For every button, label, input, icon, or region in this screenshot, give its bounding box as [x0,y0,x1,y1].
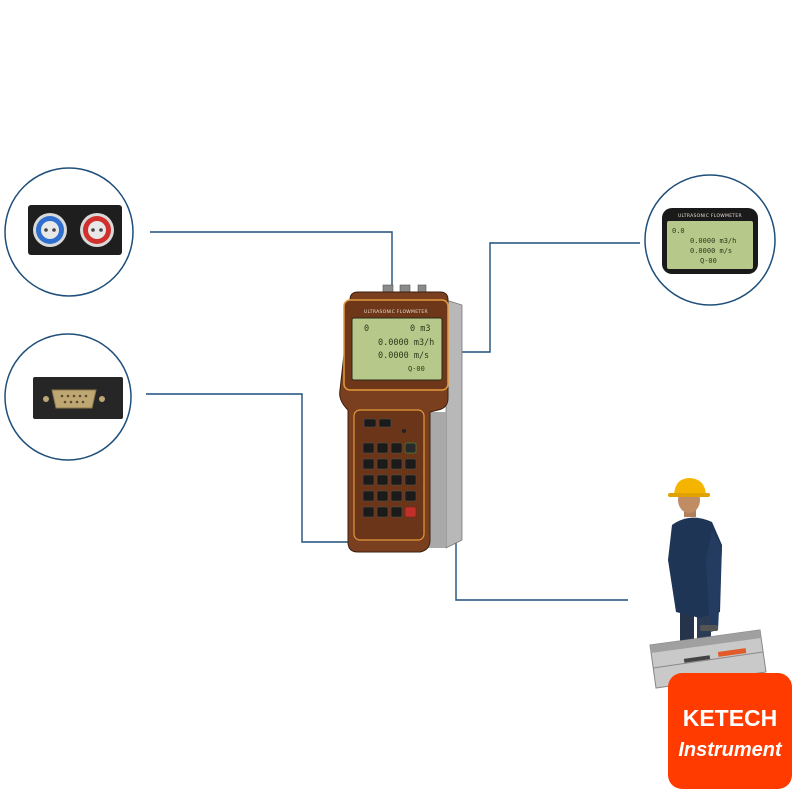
zoom-device-name: ULTRASONIC FLOWMETER [678,213,742,219]
serial-port-callout [4,333,132,461]
callout-line-case [438,437,628,601]
logo-line1: KETECH [683,705,778,731]
lcd-screen [351,317,443,381]
zoom-lcd-line-3: Q-00 [700,257,717,265]
zoom-lcd-line-1: 0.0000 m3/h [690,237,736,245]
keypad [362,418,417,518]
svg-text:0.0: 0.0 [672,227,685,235]
db9-port-icon [43,389,105,409]
lcd-zoom-callout: ULTRASONIC FLOWMETER 0.0 0.0000 m3/h 0.0… [644,174,776,306]
flowmeter-device: ULTRASONIC FLOWMETER 0 0 m3 0.0000 m3/h … [339,284,463,553]
carry-case-icon [649,625,767,689]
red-connector-icon [80,213,114,247]
zoom-lcd-line-2: 0.0000 m/s [690,247,732,255]
callout-line-serial [146,393,360,543]
lcd-line-1: 0 m3 [410,324,430,334]
ketech-logo: KETECH Instrument [668,673,792,789]
blue-connector-icon [33,213,67,247]
lcd-line-3: 0.0000 m/s [378,351,429,361]
device-name: ULTRASONIC FLOWMETER [364,309,428,315]
connectors-callout [4,167,134,297]
lcd-line-2: 0.0000 m3/h [378,338,434,348]
lcd-line-4: Q-00 [408,365,425,373]
callout-line-lcd [446,242,640,353]
worker-with-case [649,478,767,689]
logo-line2: Instrument [678,739,783,761]
svg-text:0: 0 [364,324,369,334]
callout-line-connectors [150,231,393,290]
hard-hat-icon [668,478,710,497]
